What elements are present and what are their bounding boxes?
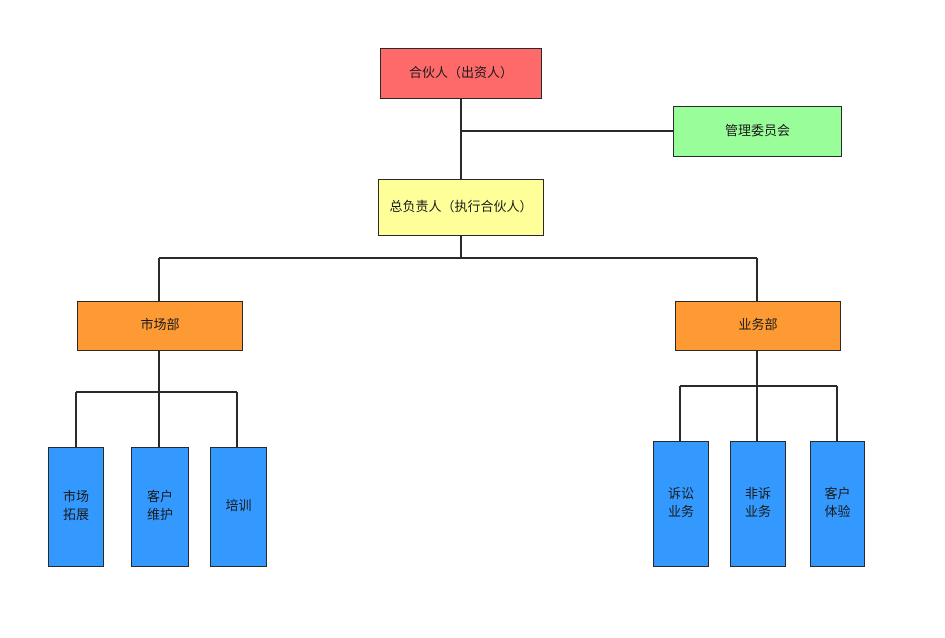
market-department-label: 市场部 <box>140 318 180 333</box>
committee-label: 管理委员会 <box>724 123 790 139</box>
market-department-node: 市场部 <box>77 301 243 351</box>
partners-node: 合伙人（出资人） <box>380 48 542 99</box>
non-litigation-node: 非诉 业务 <box>730 441 786 567</box>
business-department-node: 业务部 <box>675 301 841 351</box>
business-department-label: 业务部 <box>738 318 778 333</box>
leader-node: 总负责人（执行合伙人） <box>378 179 544 236</box>
market-expand-node: 市场 拓展 <box>48 447 104 567</box>
committee-node: 管理委员会 <box>673 106 842 157</box>
litigation-node: 诉讼 业务 <box>653 441 709 567</box>
non-litigation-label: 非诉 业务 <box>744 487 771 520</box>
partners-label: 合伙人（出资人） <box>408 65 513 81</box>
client-maintain-label: 客户 维护 <box>146 490 173 523</box>
client-maintain-node: 客户 维护 <box>131 447 189 567</box>
litigation-label: 诉讼 业务 <box>667 487 694 520</box>
training-label: 培训 <box>225 499 252 514</box>
client-experience-node: 客户 体验 <box>810 441 865 567</box>
market-expand-label: 市场 拓展 <box>62 490 89 523</box>
training-node: 培训 <box>210 447 267 567</box>
client-experience-label: 客户 体验 <box>824 487 851 520</box>
leader-label: 总负责人（执行合伙人） <box>389 199 533 215</box>
